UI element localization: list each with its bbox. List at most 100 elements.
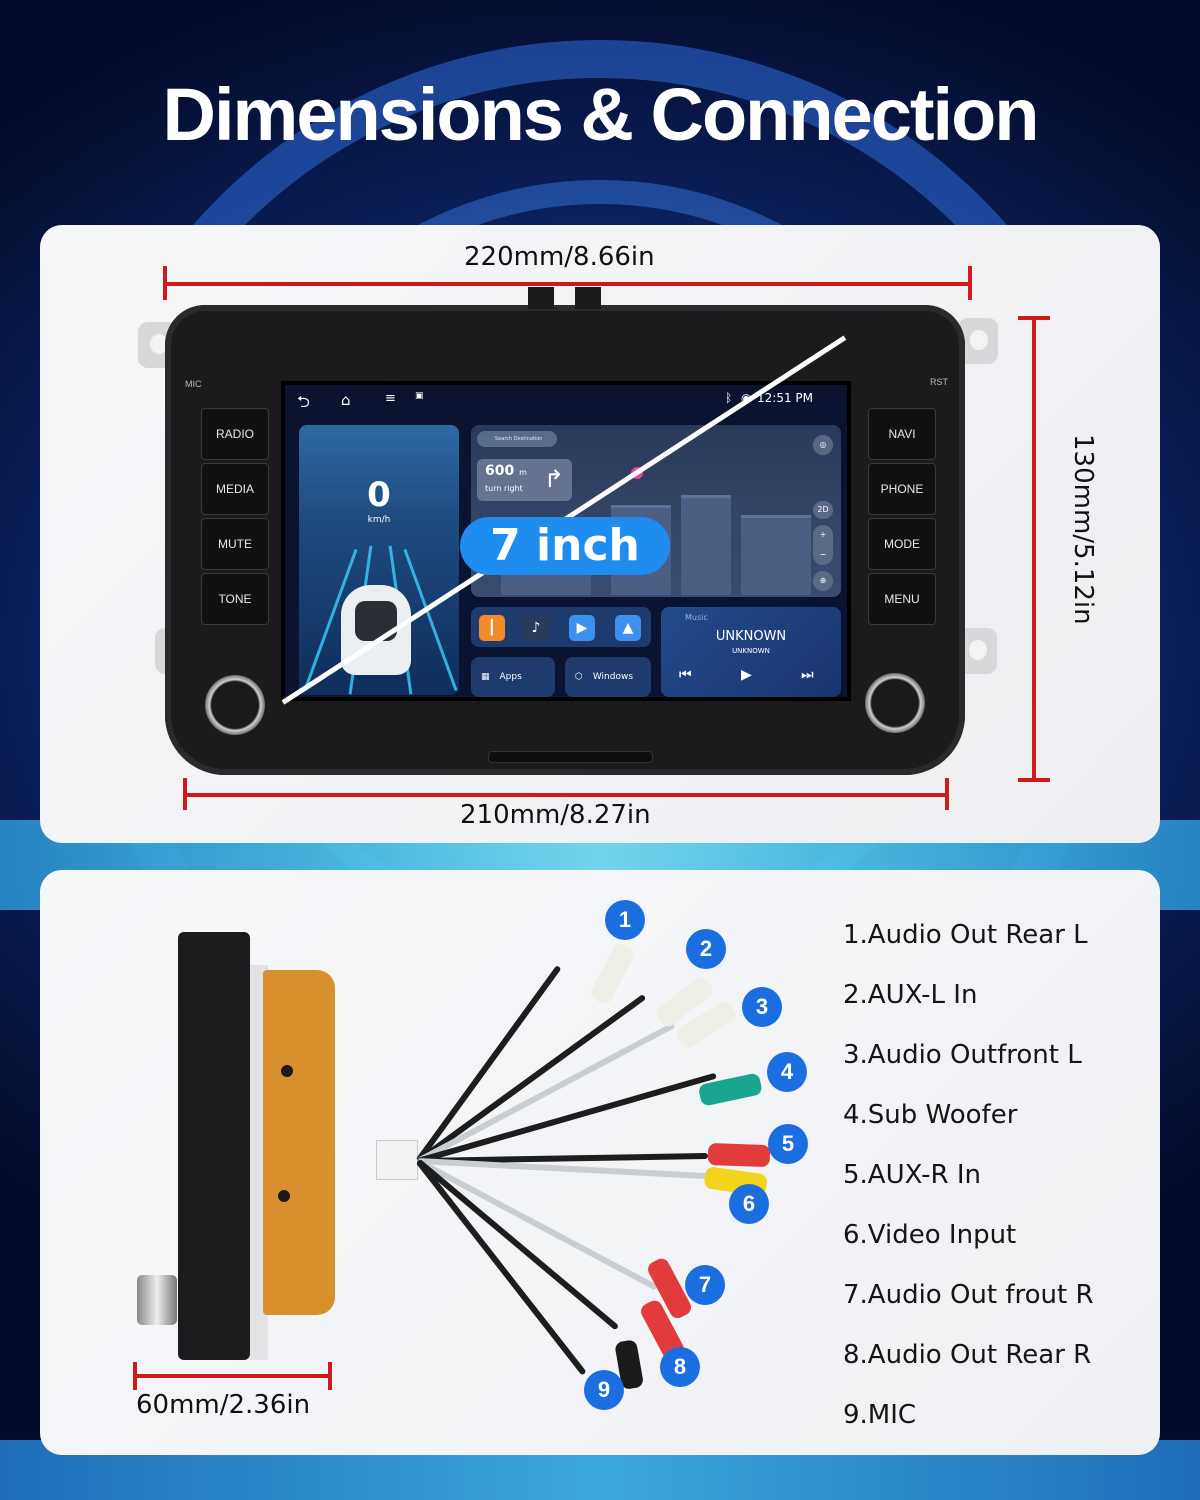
dimension-tick [133,1362,137,1390]
settings-icon[interactable]: ◎ [813,435,833,455]
dimension-tick [1018,778,1050,782]
legend-item: 7.Audio Out frout R [843,1280,1094,1310]
legend-item: 3.Audio Outfront L [843,1040,1082,1070]
recenter-icon[interactable]: ⊕ [813,571,833,591]
apps-button[interactable]: ▦ Apps [471,657,555,697]
mic-label: MIC [185,379,202,389]
apps-grid-icon: ▦ [481,672,490,682]
media-button[interactable]: MEDIA [201,463,269,515]
car-image [341,585,411,675]
legend-item: 6.Video Input [843,1220,1017,1250]
windows-button[interactable]: ⬡ Windows [565,657,651,697]
width-top-label: 220mm/8.66in [464,242,655,272]
legend-item: 4.Sub Woofer [843,1100,1018,1130]
legend-item: 1.Audio Out Rear L [843,920,1088,950]
legend-item: 8.Audio Out Rear R [843,1340,1092,1370]
home-icon[interactable]: ⌂ [341,391,351,409]
height-dimension-line [1032,318,1036,780]
music-artist: UNKNOWN [732,647,770,655]
back-icon[interactable]: ⮌ [297,392,310,411]
disc-slot [488,751,653,763]
connector-badge-8: 8 [660,1347,700,1387]
turn-right-arrow-icon: ↱ [543,465,564,493]
connector-badge-2: 2 [686,929,726,969]
rca-plug-5 [707,1143,771,1168]
legend-item: 2.AUX-L In [843,980,978,1010]
radio-button[interactable]: RADIO [201,408,269,460]
image-icon: ▣ [415,391,424,401]
connector-badge-5: 5 [768,1124,808,1164]
music-label: Music [685,613,708,622]
status-bar: ⮌ ⌂ ≡ ▣ ᛒ ◉ 12:51 PM [285,385,847,415]
connection-legend: 1.Audio Out Rear L 2.AUX-L In 3.Audio Ou… [843,918,1094,1458]
apps-label: Apps [499,672,522,682]
width-bottom-label: 210mm/8.27in [460,800,651,830]
nav-instruction: turn right [485,484,523,493]
next-track-icon[interactable]: ⏭ [801,667,814,683]
speedometer-card[interactable]: 0 km/h [299,425,459,695]
dimension-tick [1018,316,1050,320]
clock-time: 12:51 PM [757,391,813,405]
depth-label: 60mm/2.36in [136,1390,311,1420]
connector-badge-3: 3 [742,987,782,1027]
legend-item: 9.MIC [843,1400,917,1430]
map-building [681,495,731,595]
connector-badge-1: 1 [605,900,645,940]
previous-track-icon[interactable]: ⏮ [679,667,692,683]
tone-button[interactable]: TONE [201,573,269,625]
legend-item: 5.AUX-R In [843,1160,981,1190]
dimension-tick [328,1362,332,1390]
screw-hole [278,1190,290,1202]
page-title: Dimensions & Connection [162,73,1040,156]
harness-connector [376,1140,418,1180]
turn-instruction: 600 m turn right ↱ [477,459,572,501]
mounting-tab [528,287,554,309]
play-icon[interactable]: ▶ [741,667,752,683]
right-button-column: NAVI PHONE MODE MENU [868,408,936,628]
dimension-tick [945,778,949,810]
height-label: 130mm/5.12in [1068,434,1098,625]
equalizer-app-icon[interactable]: ┃ [479,615,505,641]
screw-hole [281,1065,293,1077]
bluetooth-icon: ᛒ [725,391,733,405]
connector-badge-4: 4 [767,1052,807,1092]
dimension-tick [183,778,187,810]
depth-dimension-line [135,1374,330,1378]
connector-badge-6: 6 [729,1184,769,1224]
music-app-icon[interactable]: ♪ [523,615,549,641]
gallery-app-icon[interactable]: ▲ [615,615,641,641]
rst-label: RST [930,377,948,387]
music-widget[interactable]: Music UNKNOWN UNKNOWN ⏮ ▶ ⏭ [661,607,841,697]
quick-apps-row: ┃ ♪ ▶ ▲ [471,607,651,647]
knob-side [137,1275,177,1325]
connector-badge-7: 7 [685,1265,725,1305]
map-building [741,515,811,595]
nav-distance-unit: m [519,468,527,477]
windows-hex-icon: ⬡ [575,672,583,682]
mounting-tab [575,287,601,309]
volume-knob[interactable] [205,675,265,735]
layers-icon[interactable]: ≡ [385,391,396,406]
screen-size-badge: 7 inch [460,517,670,575]
nav-distance: 600 [485,463,515,479]
width-dimension-line [185,793,947,797]
zoom-controls[interactable]: +− [813,525,833,565]
mute-button[interactable]: MUTE [201,518,269,570]
speed-unit: km/h [367,515,391,525]
video-app-icon[interactable]: ▶ [569,615,595,641]
speed-value: 0 [367,475,391,515]
windows-label: Windows [592,672,634,682]
left-button-column: RADIO MEDIA MUTE TONE [201,408,269,628]
width-dimension-line [165,282,971,286]
navi-button[interactable]: NAVI [868,408,936,460]
mode-button[interactable]: MODE [868,518,936,570]
tuning-knob[interactable] [865,673,925,733]
phone-button[interactable]: PHONE [868,463,936,515]
head-unit-side-view [178,932,250,1360]
menu-button[interactable]: MENU [868,573,936,625]
search-destination-input[interactable]: Search Destination [477,431,557,447]
map-mode-toggle[interactable]: 2D [813,501,833,519]
mounting-bracket-side [263,970,335,1315]
connector-badge-9: 9 [584,1370,624,1410]
music-title: UNKNOWN [715,629,787,644]
